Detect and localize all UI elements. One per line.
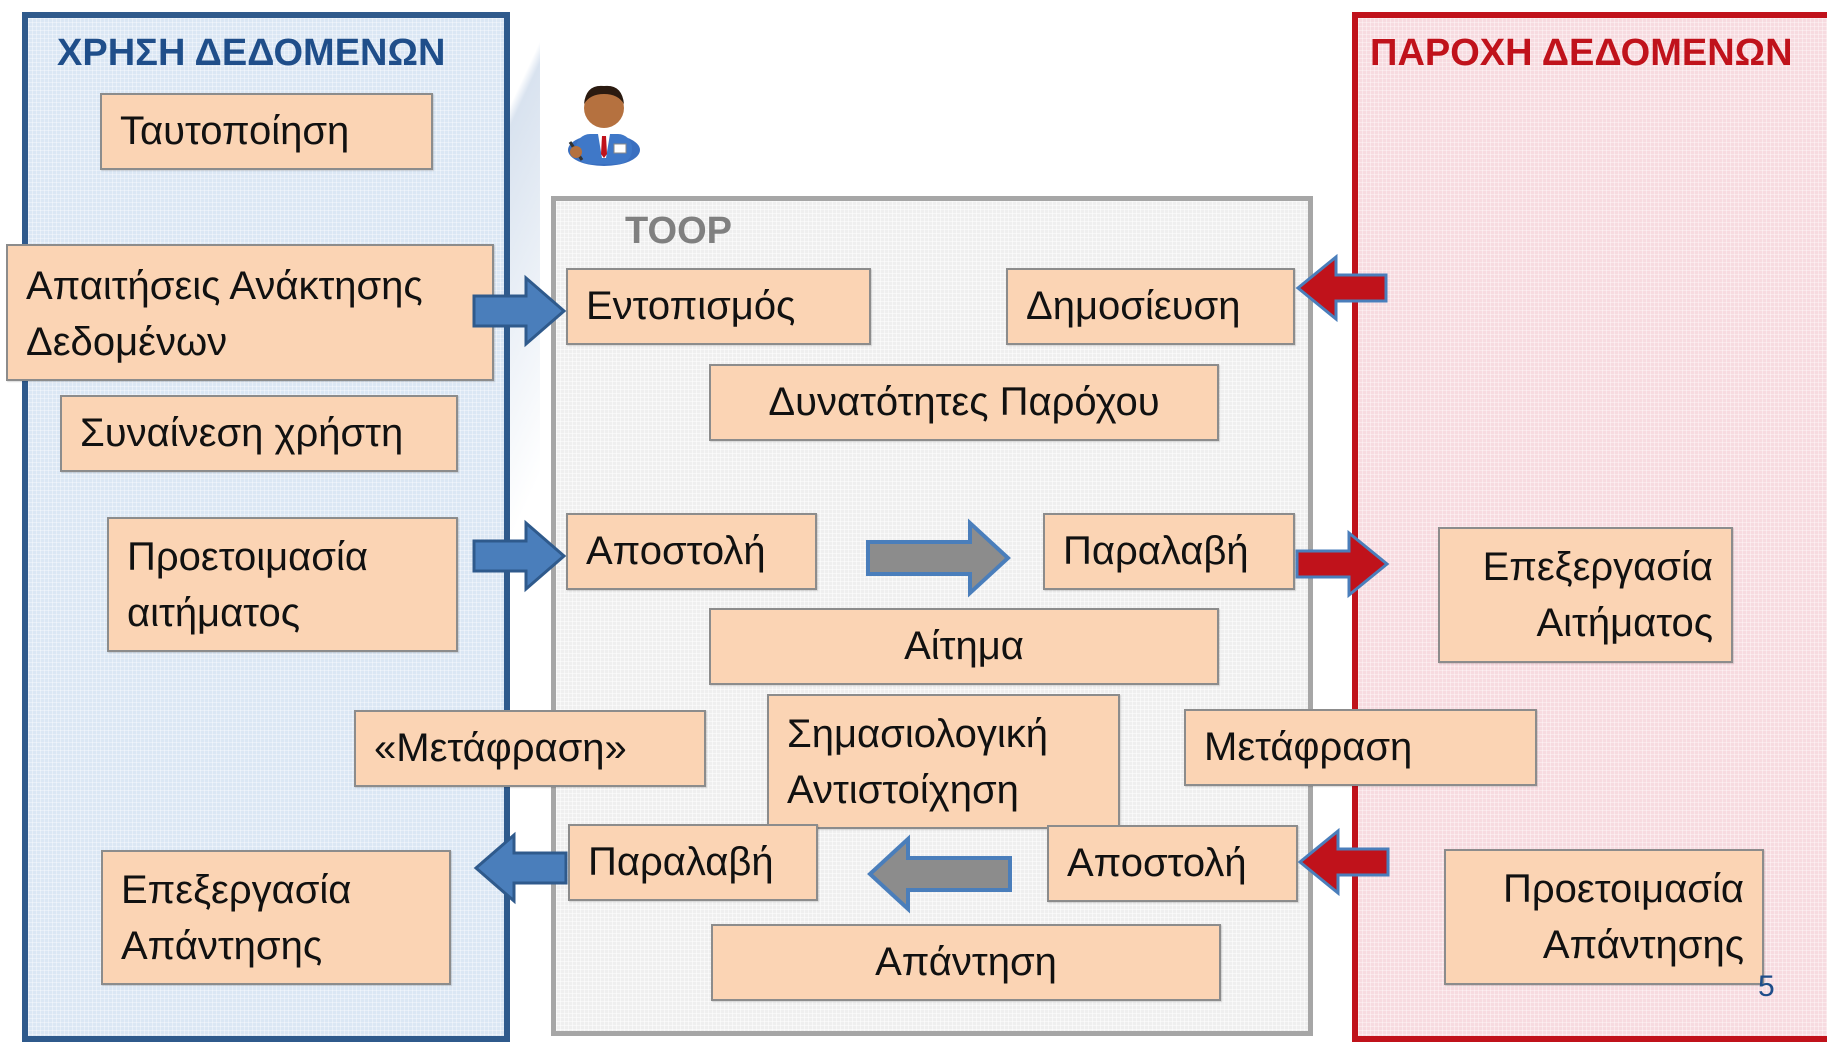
person-icon: [568, 85, 640, 166]
publication-box: Δημοσίευση: [1006, 268, 1295, 345]
send-response-label: Αποστολή: [1067, 841, 1247, 885]
send-request-box: Αποστολή: [566, 513, 817, 590]
requirements-to-discovery-arrow: [472, 274, 567, 348]
receive-request-box: Παραλαβή: [1043, 513, 1295, 590]
quoted-translation-box: «Μετάφραση»: [354, 710, 706, 787]
discovery-label: Εντοπισμός: [586, 284, 796, 328]
retrieval-requirements-line2: Δεδομένων: [26, 320, 228, 364]
identification-label: Ταυτοποίηση: [120, 109, 350, 153]
publication-label: Δημοσίευση: [1026, 284, 1241, 328]
user-consent-box: Συναίνεση χρήστη: [60, 395, 458, 472]
response-processing-line1: Επεξεργασία: [121, 868, 352, 912]
response-label: Απάντηση: [875, 940, 1057, 984]
response-processing-box: Επεξεργασία Απάντησης: [101, 850, 451, 985]
response-preparation-line2: Απάντησης: [1542, 923, 1744, 967]
provider-capabilities-box: Δυνατότητες Παρόχου: [709, 364, 1219, 441]
retrieval-requirements-line1: Απαιτήσεις Ανάκτησης: [26, 264, 423, 308]
request-processing-line2: Αιτήματος: [1536, 601, 1713, 645]
response-preparation-box: Προετοιμασία Απάντησης: [1444, 849, 1764, 985]
translation-box: Μετάφραση: [1184, 709, 1537, 786]
semantic-mapping-line1: Σημασιολογική: [787, 712, 1048, 756]
request-preparation-line1: Προετοιμασία: [127, 535, 368, 579]
response-preparation-line1: Προετοιμασία: [1503, 867, 1744, 911]
receive-response-to-processing-arrow: [473, 831, 568, 905]
request-label: Αίτημα: [904, 624, 1024, 668]
quoted-translation-label: «Μετάφραση»: [374, 726, 627, 770]
send-to-receive-arrow: [866, 518, 1011, 598]
page-number: 5: [1758, 970, 1775, 1003]
send-response-box: Αποστολή: [1047, 825, 1298, 902]
receive-response-box: Παραλαβή: [568, 824, 818, 901]
translation-label: Μετάφραση: [1204, 725, 1413, 769]
request-preparation-box: Προετοιμασία αιτήματος: [107, 517, 458, 652]
response-processing-line2: Απάντησης: [121, 924, 323, 968]
semantic-mapping-box: Σημασιολογική Αντιστοίχηση: [767, 694, 1120, 829]
request-processing-box: Επεξεργασία Αιτήματος: [1438, 527, 1733, 663]
provider-to-publication-arrow: [1295, 253, 1388, 323]
request-prep-to-send-arrow: [472, 519, 567, 593]
request-processing-line1: Επεξεργασία: [1482, 545, 1713, 589]
data-provider-title: ΠΑΡΟΧΗ ΔΕΔΟΜΕΝΩΝ: [1370, 32, 1793, 74]
response-box: Απάντηση: [711, 924, 1221, 1001]
send-to-receive-response-arrow: [867, 834, 1012, 914]
toop-title: TOOP: [625, 210, 732, 252]
receive-to-processing-arrow: [1295, 529, 1390, 599]
data-consumer-title: ΧΡΗΣΗ ΔΕΔΟΜΕΝΩΝ: [57, 32, 446, 74]
semantic-mapping-line2: Αντιστοίχηση: [787, 768, 1019, 812]
provider-capabilities-label: Δυνατότητες Παρόχου: [768, 380, 1160, 424]
request-preparation-line2: αιτήματος: [127, 591, 300, 635]
identification-box: Ταυτοποίηση: [100, 93, 433, 170]
receive-response-label: Παραλαβή: [588, 840, 774, 884]
request-box: Αίτημα: [709, 608, 1219, 685]
user-consent-label: Συναίνεση χρήστη: [80, 411, 404, 455]
provider-to-send-response-arrow: [1297, 827, 1390, 897]
discovery-box: Εντοπισμός: [566, 268, 871, 345]
send-request-label: Αποστολή: [586, 529, 766, 573]
receive-request-label: Παραλαβή: [1063, 529, 1249, 573]
retrieval-requirements-box: Απαιτήσεις Ανάκτησης Δεδομένων: [6, 244, 494, 381]
